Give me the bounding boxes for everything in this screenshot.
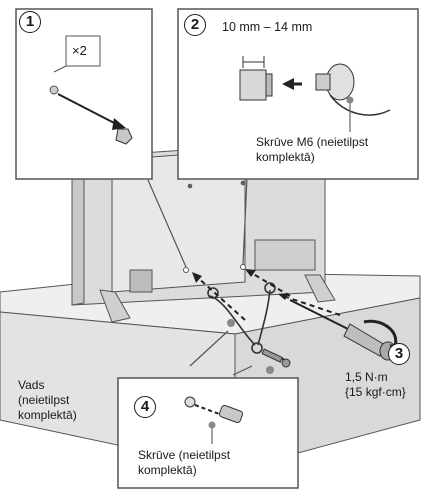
torque-label-line1: 1,5 N·m bbox=[345, 370, 388, 384]
step-1-number: 1 bbox=[19, 11, 41, 33]
step-3-number: 3 bbox=[388, 343, 410, 365]
quantity-label: ×2 bbox=[72, 43, 87, 58]
leader-dots bbox=[227, 319, 274, 374]
cord-label-line2: (neietilpst bbox=[18, 393, 70, 407]
small-screw bbox=[261, 348, 291, 368]
cord-label-line1: Vads bbox=[18, 378, 45, 392]
distance-label: 10 mm – 14 mm bbox=[222, 20, 313, 34]
tv-back bbox=[71, 139, 326, 306]
tv-feet bbox=[99, 274, 336, 323]
screw-label-line1: Skrūve (neietilpst bbox=[138, 448, 231, 462]
leader-lines bbox=[147, 177, 253, 376]
cord bbox=[207, 282, 276, 354]
cord-label-line3: komplektā) bbox=[18, 408, 77, 422]
torque-label-line2: {15 kgf·cm} bbox=[345, 385, 406, 399]
callout-2-box bbox=[177, 8, 419, 180]
step-4-number: 4 bbox=[134, 396, 156, 418]
screw-m6-label-line1: Skrūve M6 (neietilpst bbox=[256, 135, 369, 149]
screw-m6-label-line2: komplektā) bbox=[256, 150, 315, 164]
arrowheads bbox=[192, 269, 289, 300]
screw-label-line2: komplektā) bbox=[138, 463, 197, 477]
callout-1-box bbox=[15, 8, 153, 180]
step-2-number: 2 bbox=[184, 14, 206, 36]
